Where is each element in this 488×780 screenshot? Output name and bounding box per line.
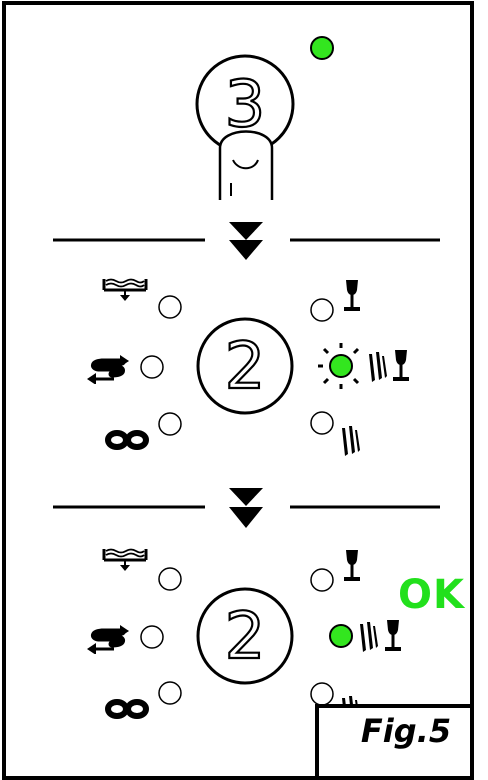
led-off [311,299,333,321]
led-off [159,413,181,435]
led-off [159,296,181,318]
figure-label: Fig.5 [339,712,473,750]
led-off [311,569,333,591]
status-ok-label: OK [398,572,465,618]
program-button-number: 2 [225,600,266,674]
led-off [159,568,181,590]
finger-pressing-icon [220,132,272,201]
led-off [311,683,333,705]
led-on [330,625,352,647]
program-button-number: 2 [225,330,266,404]
indicator-led-on [311,37,333,59]
led-off [311,412,333,434]
led-off [159,682,181,704]
led-off [141,356,163,378]
led-off [141,626,163,648]
